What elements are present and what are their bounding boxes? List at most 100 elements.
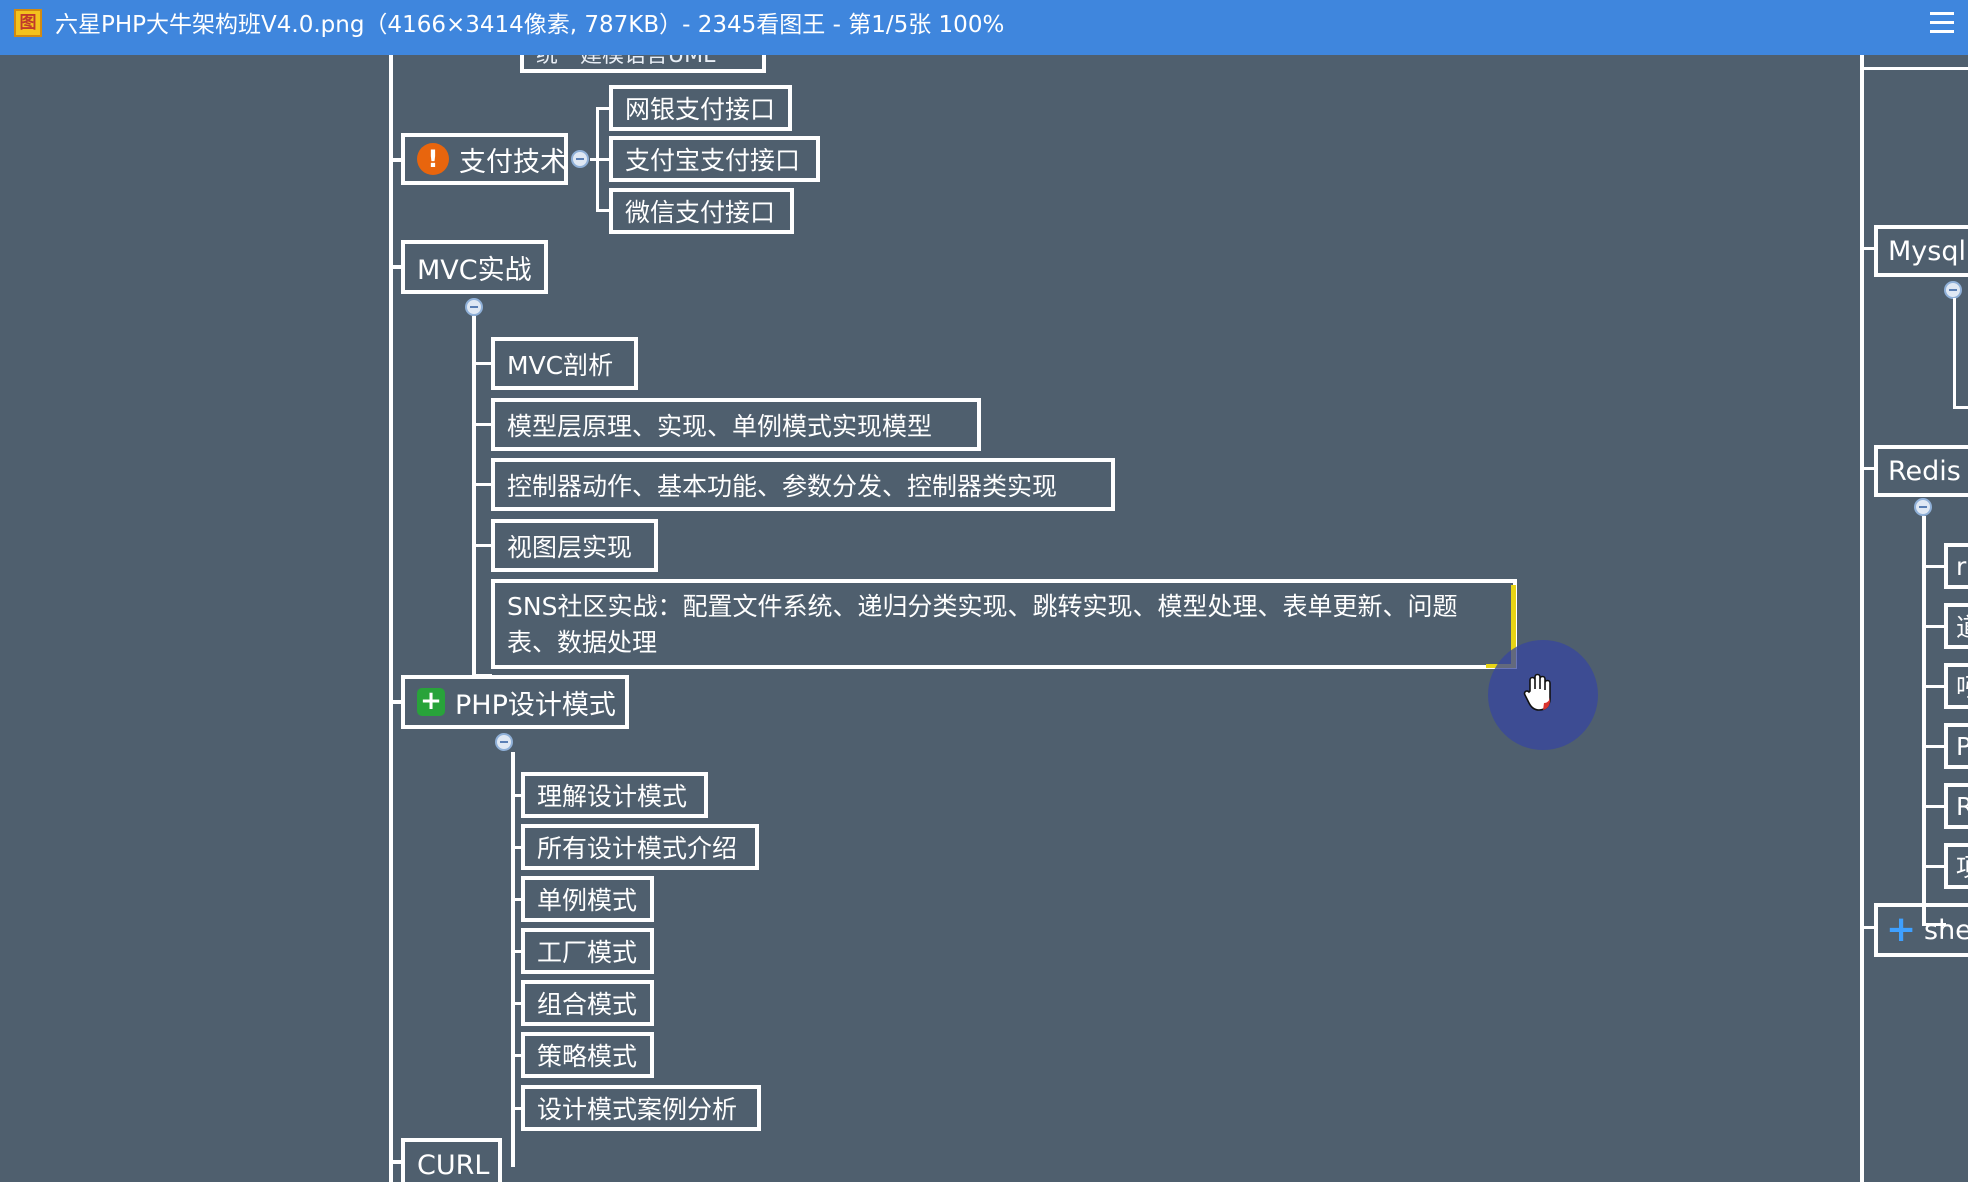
warning-icon: ! [417, 143, 449, 175]
design-pattern-child-node[interactable]: 单例模式 [521, 876, 654, 922]
mvc-child-node[interactable]: 模型层原理、实现、单例模式实现模型 [491, 398, 981, 451]
design-pattern-child-label: 单例模式 [537, 886, 638, 915]
connector [389, 1160, 403, 1164]
connector [511, 950, 523, 953]
mvc-child-node[interactable]: 视图层实现 [491, 519, 658, 572]
connector [1864, 67, 1968, 70]
connector [511, 846, 523, 849]
redis-child-label: 道 [1956, 608, 1968, 644]
redis-child-node[interactable]: R [1944, 783, 1968, 829]
connector [1922, 685, 1946, 688]
design-pattern-child-node[interactable]: 工厂模式 [521, 928, 654, 974]
redis-child-label: R [1956, 791, 1968, 821]
connector [1922, 625, 1946, 628]
redis-child-label: r [1956, 551, 1967, 581]
redis-node-label: Redis [1888, 455, 1961, 487]
app-icon: 图 [14, 9, 42, 37]
connector [389, 700, 403, 704]
mvc-child-node[interactable]: MVC剖析 [491, 337, 638, 390]
design-pattern-child-node[interactable]: 理解设计模式 [521, 772, 708, 818]
mysql-node[interactable]: Mysql [1874, 225, 1968, 277]
shell-node[interactable]: + she [1874, 903, 1968, 957]
mvc-child-label: MVC剖析 [507, 350, 614, 380]
redis-child-label: 吲 [1956, 668, 1968, 704]
mvc-node[interactable]: MVC实战 [401, 240, 548, 294]
connector [472, 423, 492, 426]
plus-icon: + [1886, 909, 1917, 950]
payment-child-label: 支付宝支付接口 [625, 146, 801, 175]
hand-cursor-icon [1523, 673, 1551, 711]
connector [511, 1107, 523, 1110]
redis-child-node[interactable]: 道 [1944, 603, 1968, 649]
connector [596, 158, 610, 161]
design-pattern-child-label: 理解设计模式 [537, 782, 688, 811]
connector [472, 483, 492, 486]
collapse-toggle-mvc[interactable] [465, 298, 483, 316]
title-bar: 图 六星PHP大牛架构班V4.0.png（4166×3414像素, 787KB）… [0, 0, 1968, 55]
payment-child-node[interactable]: 微信支付接口 [609, 188, 794, 234]
mvc-child-label: 视图层实现 [507, 532, 633, 562]
mvc-child-node[interactable]: 控制器动作、基本功能、参数分发、控制器类实现 [491, 458, 1115, 511]
mvc-node-label: MVC实战 [417, 254, 532, 286]
connector [511, 794, 523, 797]
connector [1953, 406, 1968, 409]
connector [389, 158, 403, 162]
connector [1922, 745, 1946, 748]
branch-line [511, 752, 515, 1167]
connector [472, 544, 492, 547]
redis-child-node[interactable]: 吲 [1944, 663, 1968, 709]
payment-child-label: 网银支付接口 [625, 95, 776, 124]
branch-line [1953, 298, 1956, 408]
mvc-child-node-selected[interactable]: SNS社区实战：配置文件系统、递归分类实现、跳转实现、模型处理、表单更新、问题表… [491, 579, 1517, 669]
payment-child-node[interactable]: 支付宝支付接口 [609, 136, 820, 182]
connector [1922, 865, 1946, 868]
design-pattern-child-label: 设计模式案例分析 [537, 1095, 738, 1124]
mysql-node-label: Mysql [1888, 235, 1966, 267]
collapse-toggle-redis[interactable] [1914, 498, 1932, 516]
image-canvas[interactable]: 统一建模语言UML ! 支付技术 网银支付接口 支付宝支付接口 微信支付接口 M… [0, 55, 1968, 1182]
redis-child-node[interactable]: r [1944, 543, 1968, 589]
design-pattern-child-node[interactable]: 所有设计模式介绍 [521, 824, 759, 870]
payment-node-label: 支付技术 [459, 146, 567, 178]
branch-line [1922, 516, 1926, 926]
connector [389, 265, 403, 269]
uml-node-label: 统一建模语言UML [536, 55, 716, 68]
mvc-child-label: 控制器动作、基本功能、参数分发、控制器类实现 [507, 471, 1058, 501]
payment-child-node[interactable]: 网银支付接口 [609, 85, 792, 131]
redis-child-node[interactable]: 项 [1944, 843, 1968, 889]
selection-marker [1511, 585, 1516, 668]
mvc-child-label: SNS社区实战：配置文件系统、递归分类实现、跳转实现、模型处理、表单更新、问题表… [507, 592, 1458, 657]
redis-node[interactable]: Redis [1874, 445, 1968, 497]
hamburger-menu-icon[interactable] [1930, 12, 1954, 36]
design-pattern-child-label: 所有设计模式介绍 [537, 834, 738, 863]
collapse-toggle-mysql[interactable] [1944, 281, 1962, 299]
redis-child-node[interactable]: P [1944, 723, 1968, 769]
plus-icon: + [417, 688, 445, 716]
design-pattern-child-node[interactable]: 设计模式案例分析 [521, 1085, 761, 1131]
connector [1860, 926, 1876, 929]
connector [511, 1002, 523, 1005]
design-pattern-child-node[interactable]: 策略模式 [521, 1032, 654, 1078]
collapse-toggle-design-patterns[interactable] [495, 733, 513, 751]
curl-node[interactable]: CURL [401, 1138, 502, 1182]
design-pattern-child-label: 工厂模式 [537, 938, 638, 967]
shell-node-label: she [1924, 914, 1968, 946]
connector [472, 362, 492, 365]
design-pattern-child-label: 策略模式 [537, 1042, 638, 1071]
payment-child-label: 微信支付接口 [625, 198, 776, 227]
uml-node[interactable]: 统一建模语言UML [520, 55, 766, 73]
connector [590, 158, 600, 161]
design-patterns-node[interactable]: + PHP设计模式 [401, 675, 629, 729]
design-pattern-child-node[interactable]: 组合模式 [521, 980, 654, 1026]
connector [1922, 565, 1946, 568]
collapse-toggle-payment[interactable] [571, 150, 589, 168]
design-pattern-child-label: 组合模式 [537, 990, 638, 1019]
payment-node[interactable]: ! 支付技术 [401, 133, 568, 185]
redis-child-label: 项 [1956, 848, 1968, 884]
branch-line [472, 316, 476, 677]
window-title: 六星PHP大牛架构班V4.0.png（4166×3414像素, 787KB）- … [55, 12, 1005, 38]
right-trunk-line [1860, 55, 1864, 1182]
curl-node-label: CURL [417, 1149, 490, 1181]
connector [1922, 923, 1946, 926]
redis-child-label: P [1956, 731, 1968, 761]
